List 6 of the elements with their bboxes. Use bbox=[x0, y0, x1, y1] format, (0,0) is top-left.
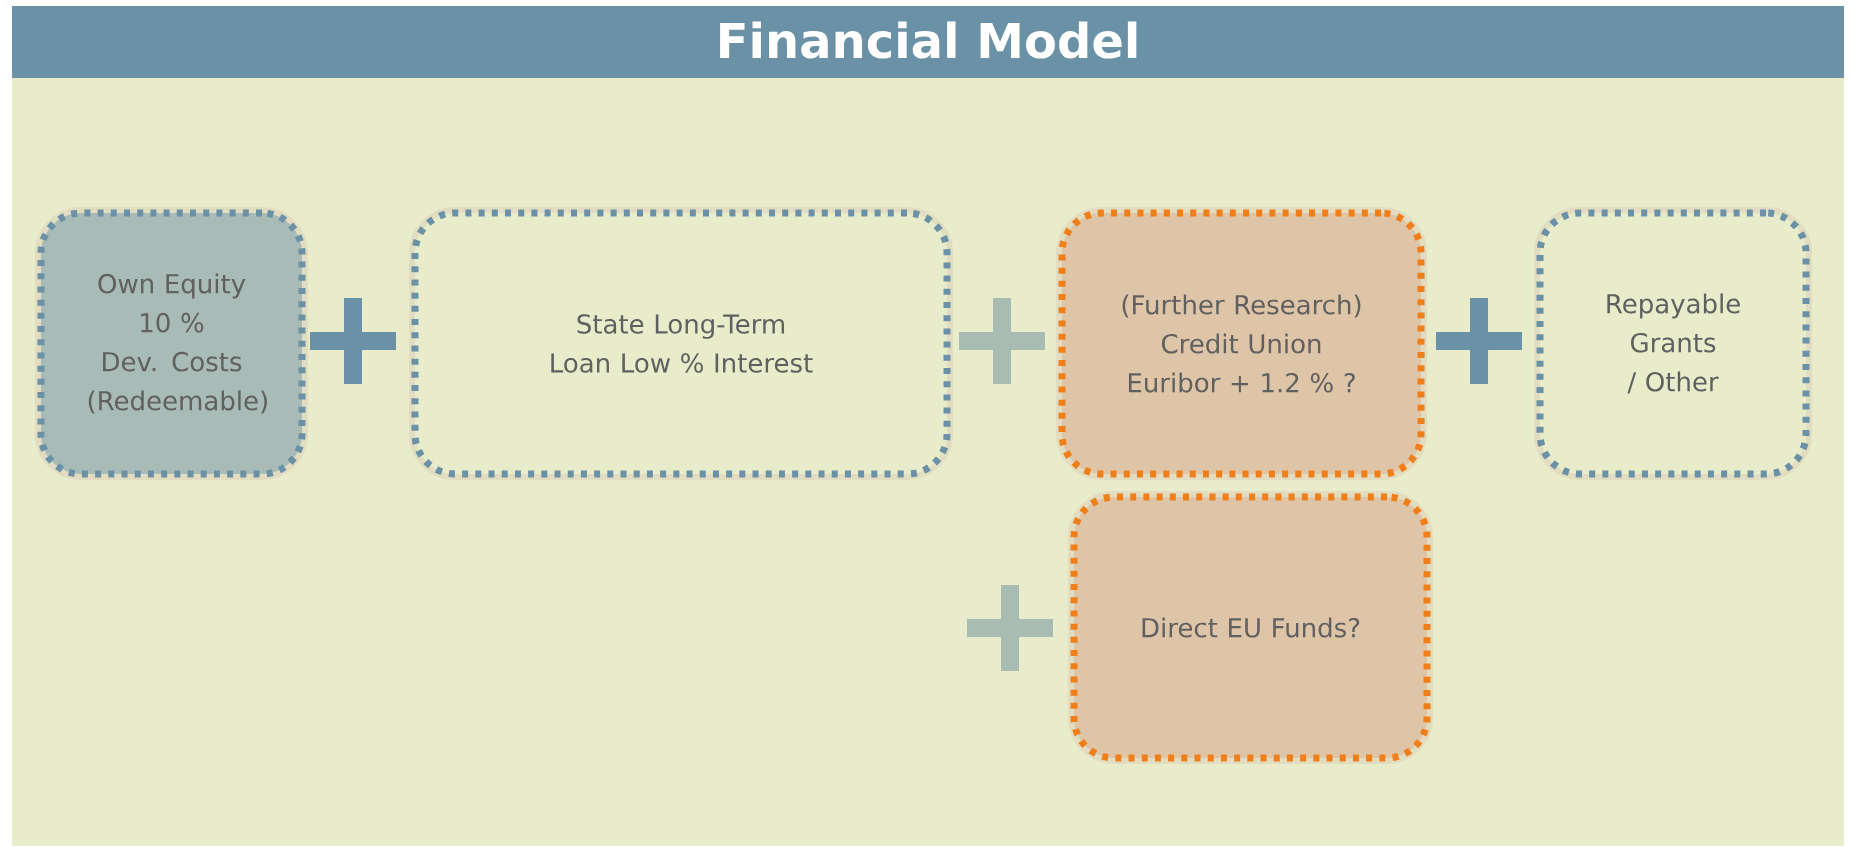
funding-box: State Long-Term Loan Low % Interest bbox=[409, 207, 953, 480]
funding-box: Own Equity 10 % Dev. Costs (Redeemable) bbox=[35, 207, 308, 480]
funding-box: (Further Research) Credit Union Euribor + 1.2 % ? bbox=[1056, 207, 1427, 480]
funding-box: Direct EU Funds? bbox=[1068, 491, 1433, 764]
title-bar: Financial Model bbox=[12, 6, 1844, 78]
funding-box: Repayable Grants / Other bbox=[1534, 207, 1812, 480]
